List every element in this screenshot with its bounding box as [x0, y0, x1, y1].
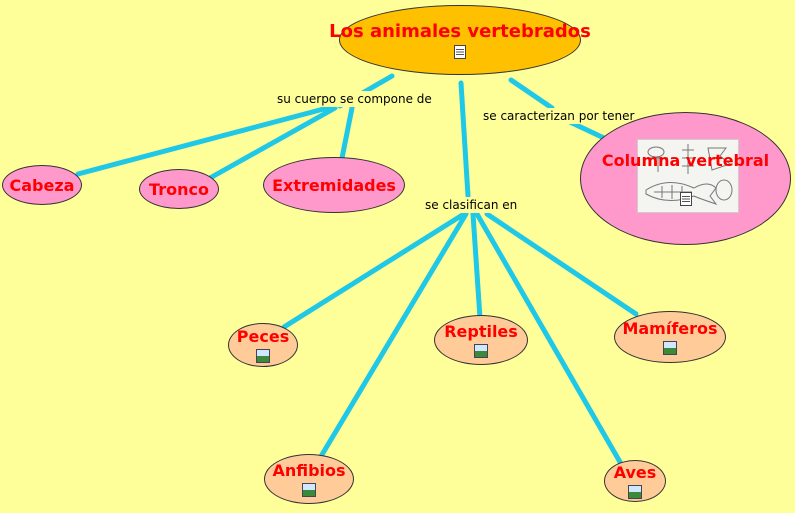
connector-root-caracterizan	[508, 77, 555, 111]
node-reptiles-label: Reptiles	[444, 322, 518, 341]
node-aves-label: Aves	[613, 463, 657, 482]
node-extremidades-label: Extremidades	[272, 175, 396, 195]
node-anfibios[interactable]: Anfibios	[264, 454, 354, 504]
document-icon[interactable]	[454, 45, 466, 59]
node-root[interactable]: Los animales vertebrados	[329, 5, 591, 75]
node-extremidades[interactable]: Extremidades	[263, 157, 405, 213]
connector-compone-tronco	[207, 105, 338, 181]
node-aves[interactable]: Aves	[604, 460, 666, 502]
node-reptiles[interactable]: Reptiles	[434, 315, 528, 365]
image-icon[interactable]	[663, 341, 677, 355]
image-icon[interactable]	[256, 349, 270, 363]
node-cabeza[interactable]: Cabeza	[2, 165, 82, 205]
image-icon[interactable]	[302, 483, 316, 497]
connector-compone-extremidades	[339, 105, 355, 161]
node-mamiferos-label: Mamíferos	[622, 319, 718, 338]
connector-clasifican-aves	[474, 211, 623, 465]
connector-root-clasifican	[458, 80, 471, 199]
connector-clasifican-mamiferos	[484, 211, 639, 317]
image-icon[interactable]	[628, 485, 642, 499]
connector-clasifican-anfibios	[317, 211, 469, 461]
document-icon[interactable]	[679, 192, 692, 206]
link-label-caracterizan: se caracterizan por tener	[480, 108, 638, 124]
node-mamiferos[interactable]: Mamíferos	[614, 311, 726, 363]
node-columna-vertebral[interactable]: Columna vertebral	[580, 112, 791, 245]
node-root-label: Los animales vertebrados	[329, 21, 591, 42]
connector-compone-cabeza	[75, 103, 338, 177]
node-peces-label: Peces	[236, 327, 290, 346]
connector-caracterizan-columna	[567, 119, 607, 141]
node-columna-vertebral-label: Columna vertebral	[601, 151, 770, 170]
link-label-compone: su cuerpo se compone de	[274, 91, 435, 107]
node-peces[interactable]: Peces	[228, 323, 298, 367]
connector-clasifican-peces	[281, 211, 467, 330]
node-tronco[interactable]: Tronco	[139, 169, 219, 209]
node-anfibios-label: Anfibios	[272, 461, 346, 480]
connector-clasifican-reptiles	[470, 211, 483, 321]
node-cabeza-label: Cabeza	[9, 175, 75, 195]
node-tronco-label: Tronco	[149, 179, 209, 199]
image-icon[interactable]	[474, 344, 488, 358]
link-label-clasifican: se clasifican en	[422, 197, 521, 213]
